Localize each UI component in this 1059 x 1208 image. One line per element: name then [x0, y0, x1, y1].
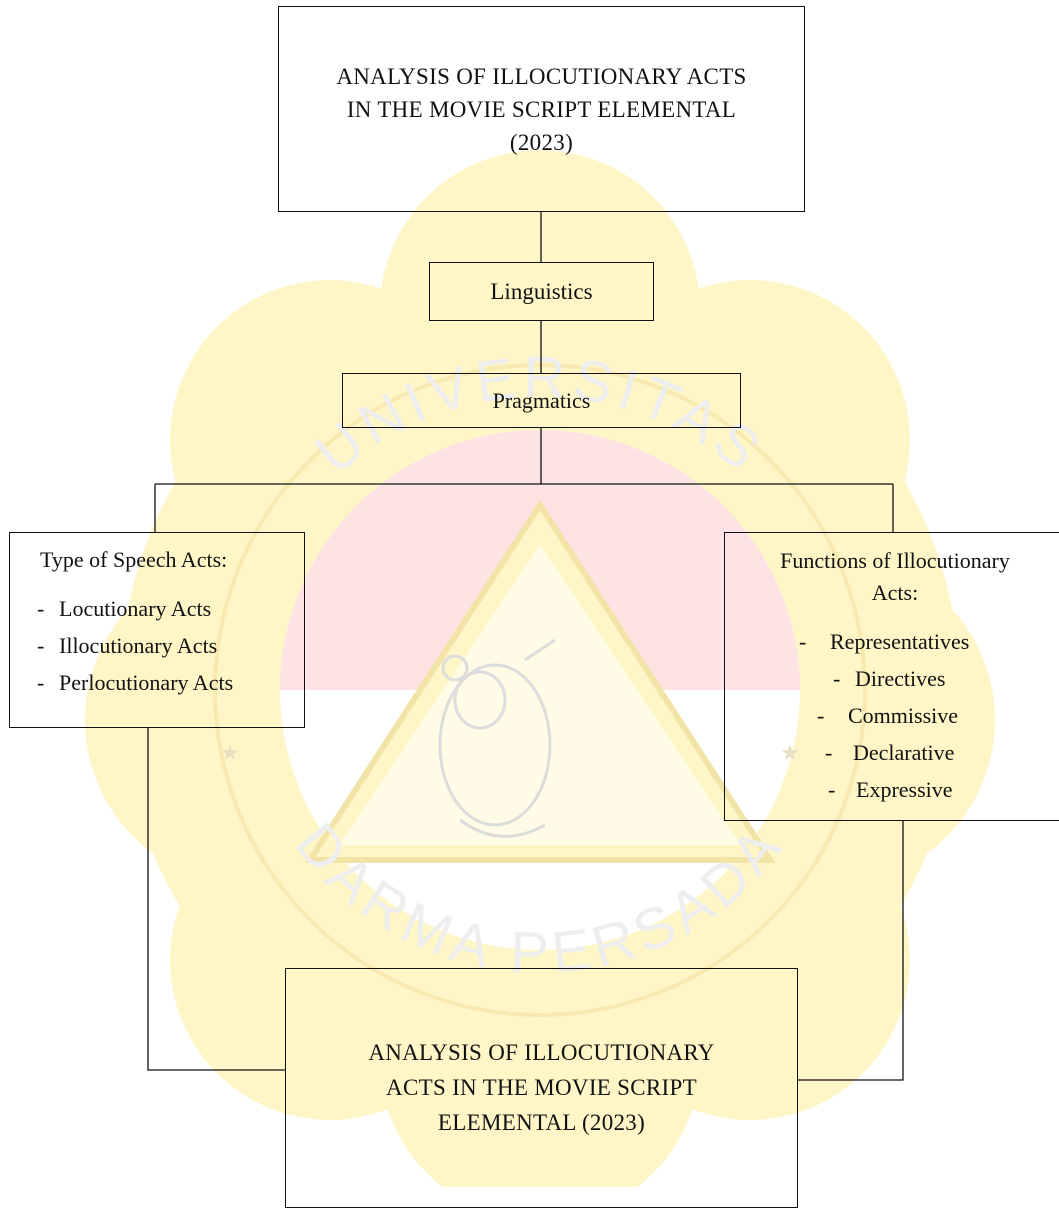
list-item-label: Expressive: [856, 777, 953, 802]
title-line-3: (2023): [509, 129, 574, 155]
speech-act-types-box: Type of Speech Acts: -Locutionary Acts -…: [9, 532, 305, 728]
illocutionary-functions-list: -Representatives -Directives -Commissive…: [725, 629, 1059, 814]
list-item-label: Directives: [855, 666, 946, 691]
seal-figure: [438, 638, 556, 838]
bullet-dash: -: [825, 740, 833, 765]
speech-act-types-heading: Type of Speech Acts:: [40, 547, 228, 572]
seal-ring: [213, 363, 867, 1017]
list-item-label: Locutionary Acts: [59, 596, 212, 621]
bullet-dash: -: [37, 633, 45, 658]
list-item: -Perlocutionary Acts: [37, 670, 233, 707]
bullet-dash: -: [833, 666, 841, 691]
connector-functions-bottom: [798, 821, 904, 1081]
list-item: -Locutionary Acts: [37, 596, 233, 633]
functions-heading-line-2: Acts:: [871, 580, 919, 605]
pragmatics-label: Pragmatics: [492, 387, 591, 413]
list-item: -Commissive: [725, 703, 1059, 740]
list-item-label: Commissive: [848, 703, 959, 728]
bullet-dash: -: [37, 596, 45, 621]
functions-heading-line-1: Functions of Illocutionary: [780, 548, 1010, 573]
list-item-label: Representatives: [830, 629, 970, 654]
list-item-label: Perlocutionary Acts: [59, 670, 234, 695]
result-line-3: ELEMENTAL (2023): [437, 1110, 646, 1135]
bullet-dash: -: [799, 629, 807, 654]
result-line-1: ANALYSIS OF ILLOCUTIONARY: [368, 1040, 715, 1065]
bullet-dash: -: [37, 670, 45, 695]
speech-act-types-list: -Locutionary Acts -Illocutionary Acts -P…: [37, 596, 233, 707]
list-item: -Expressive: [725, 777, 1059, 814]
list-item: -Declarative: [725, 740, 1059, 777]
result-box: ANALYSIS OF ILLOCUTIONARY ACTS IN THE MO…: [285, 968, 798, 1208]
illocutionary-functions-box: Functions of Illocutionary Acts: -Repres…: [724, 532, 1059, 821]
title-box: ANALYSIS OF ILLOCUTIONARY ACTS IN THE MO…: [278, 6, 805, 212]
connector-types-bottom: [147, 728, 285, 1071]
seal-star-left: ★: [220, 740, 240, 765]
illocutionary-functions-heading: Functions of Illocutionary Acts:: [737, 545, 1053, 609]
linguistics-label: Linguistics: [490, 278, 593, 304]
bullet-dash: -: [817, 703, 825, 728]
list-item: -Illocutionary Acts: [37, 633, 233, 670]
linguistics-box: Linguistics: [429, 262, 654, 321]
pragmatics-box: Pragmatics: [342, 373, 741, 428]
list-item-label: Illocutionary Acts: [59, 633, 218, 658]
title-line-2: IN THE MOVIE SCRIPT ELEMENTAL: [346, 96, 737, 122]
result-line-2: ACTS IN THE MOVIE SCRIPT: [386, 1075, 697, 1100]
title-line-1: ANALYSIS OF ILLOCUTIONARY ACTS: [336, 63, 747, 89]
bullet-dash: -: [828, 777, 836, 802]
list-item: -Directives: [725, 666, 1059, 703]
seal-inner-triangle: [340, 545, 740, 845]
seal-star-right: ★: [780, 740, 800, 765]
list-item: -Representatives: [725, 629, 1059, 666]
list-item-label: Declarative: [853, 740, 955, 765]
